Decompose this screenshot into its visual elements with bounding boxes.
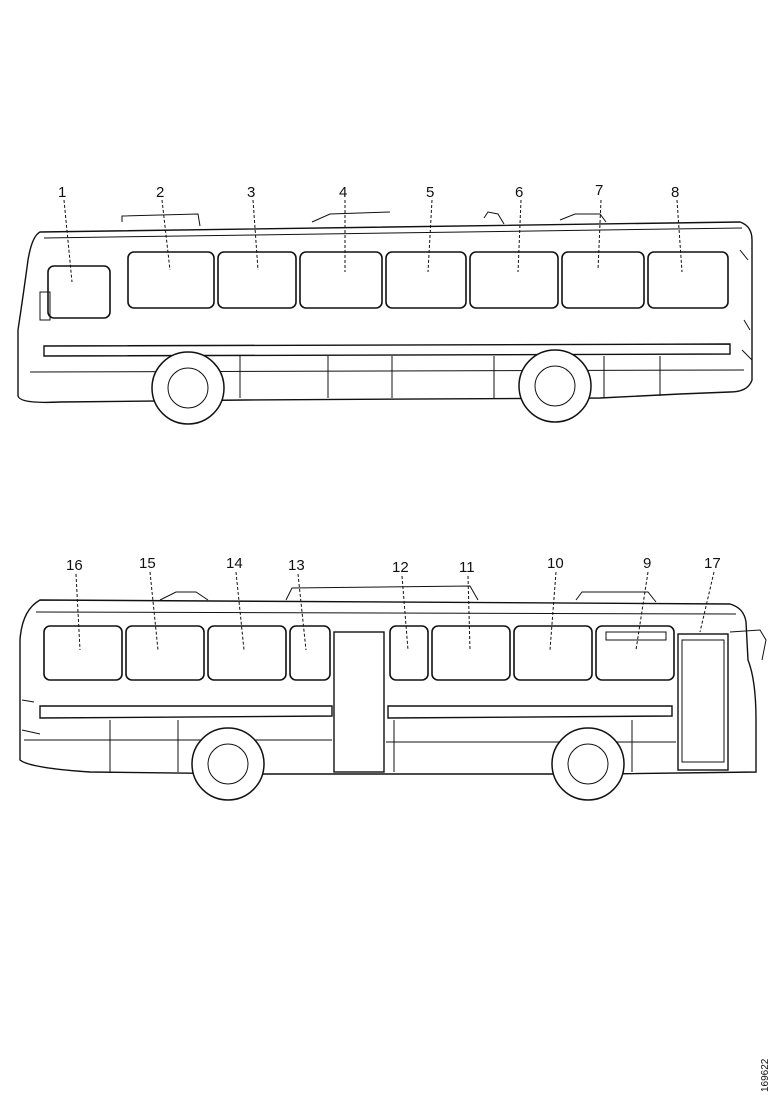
callout-number: 6 xyxy=(515,184,523,201)
rub-strip xyxy=(387,705,673,719)
callout-number: 12 xyxy=(392,559,409,576)
leader-line xyxy=(63,199,73,283)
window xyxy=(595,625,675,681)
front-door-pane xyxy=(681,639,725,763)
wheel-rear xyxy=(191,727,265,801)
callout-number: 17 xyxy=(704,555,721,572)
panel-divider xyxy=(239,356,661,398)
roof-line xyxy=(43,227,743,239)
rub-strip xyxy=(39,705,333,719)
wheel-rear xyxy=(518,349,592,423)
wheel-front xyxy=(551,727,625,801)
roof-hatch xyxy=(121,213,201,227)
window xyxy=(647,251,729,309)
leader-line xyxy=(467,575,471,651)
roof-hatch xyxy=(311,211,391,223)
wheel-hub xyxy=(207,743,249,785)
rear-detail xyxy=(21,699,41,735)
front-door xyxy=(677,633,729,771)
callout-number: 10 xyxy=(547,555,564,572)
window-driver xyxy=(47,265,111,319)
window xyxy=(561,251,645,309)
window xyxy=(385,251,467,309)
leader-line xyxy=(401,575,409,651)
window xyxy=(513,625,593,681)
roof-hatch xyxy=(159,591,209,601)
window xyxy=(389,625,429,681)
window xyxy=(289,625,331,681)
roof-hatch xyxy=(483,211,505,225)
leader-line xyxy=(635,571,649,651)
window xyxy=(299,251,383,309)
window xyxy=(43,625,123,681)
window-slider xyxy=(605,631,667,641)
callout-number: 16 xyxy=(66,557,83,574)
leader-line xyxy=(149,571,159,651)
window xyxy=(431,625,511,681)
callout-number: 11 xyxy=(459,559,475,576)
leader-line xyxy=(517,199,522,273)
callout-number: 14 xyxy=(226,555,243,572)
callout-number: 7 xyxy=(595,182,603,199)
leader-line xyxy=(235,571,245,651)
callout-number: 2 xyxy=(156,184,164,201)
figure-code: 169622 xyxy=(760,1058,771,1092)
leader-line xyxy=(297,573,307,651)
leader-line xyxy=(699,571,715,633)
leader-line xyxy=(549,571,557,651)
window xyxy=(127,251,215,309)
leader-line xyxy=(252,199,259,271)
wheel-hub xyxy=(567,743,609,785)
panel-divider xyxy=(109,720,633,772)
mirror xyxy=(729,629,767,661)
roof-line xyxy=(35,611,737,615)
leader-line xyxy=(676,199,683,273)
wheel-hub xyxy=(534,365,576,407)
leader-line xyxy=(427,199,433,273)
rub-strip xyxy=(43,343,731,357)
callout-number: 3 xyxy=(247,184,255,201)
skirt-line xyxy=(29,369,745,373)
leader-line xyxy=(75,573,81,651)
mirror xyxy=(39,291,51,321)
leader-line xyxy=(597,199,602,271)
roof-hatch xyxy=(575,591,657,603)
bus-left-side-view: 1 2 3 4 5 6 7 8 xyxy=(17,182,753,425)
window xyxy=(207,625,287,681)
roof-hatch xyxy=(285,585,479,601)
front-detail xyxy=(739,249,753,361)
callout-number: 4 xyxy=(339,184,347,201)
callout-number: 5 xyxy=(426,184,434,201)
callout-number: 9 xyxy=(643,555,651,572)
middle-door xyxy=(333,631,385,773)
leader-line xyxy=(161,199,171,271)
window xyxy=(469,251,559,309)
bus-right-side-view: 16 15 14 13 12 11 10 9 17 xyxy=(19,555,767,801)
wheel-hub xyxy=(167,367,209,409)
wheel-front xyxy=(151,351,225,425)
bus-body-outline xyxy=(17,221,753,404)
callout-number: 15 xyxy=(139,555,156,572)
callout-number: 8 xyxy=(671,184,679,201)
roof-hatch xyxy=(559,213,607,223)
window xyxy=(125,625,205,681)
callout-number: 1 xyxy=(58,184,66,201)
bus-body-outline xyxy=(19,599,757,775)
callout-number: 13 xyxy=(288,557,305,574)
